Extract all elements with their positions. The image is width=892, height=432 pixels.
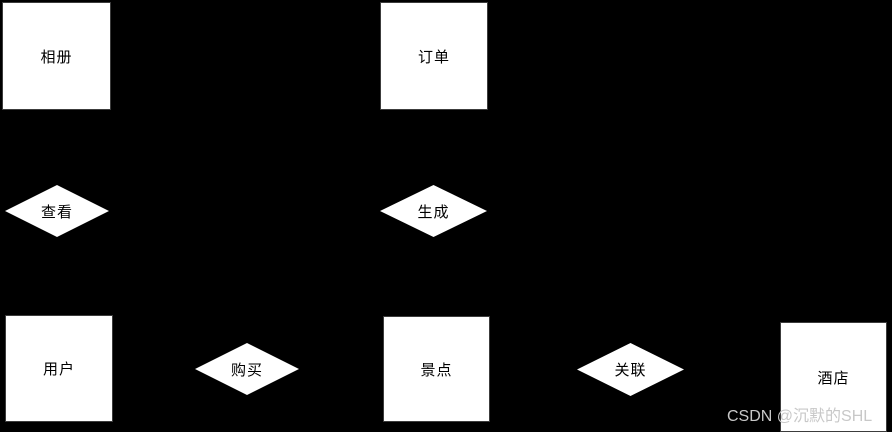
relationship-generate-label: 生成 bbox=[417, 203, 450, 221]
entity-hotel: 酒店 bbox=[780, 322, 887, 432]
relationship-purchase-label: 购买 bbox=[230, 361, 263, 379]
entity-user: 用户 bbox=[5, 315, 113, 422]
relationship-associate: 关联 bbox=[577, 343, 684, 396]
entity-scenic-spot-label: 景点 bbox=[420, 361, 453, 379]
relationship-generate: 生成 bbox=[380, 185, 487, 237]
entity-hotel-label: 酒店 bbox=[817, 369, 850, 387]
entity-order: 订单 bbox=[380, 2, 488, 110]
csdn-watermark: CSDN @沉默的SHL bbox=[727, 408, 873, 425]
entity-album-label: 相册 bbox=[40, 48, 73, 66]
entity-album: 相册 bbox=[2, 2, 111, 110]
entity-user-label: 用户 bbox=[42, 361, 75, 378]
entity-scenic-spot: 景点 bbox=[383, 316, 490, 422]
relationship-view-label: 查看 bbox=[40, 203, 73, 221]
entity-order-label: 订单 bbox=[417, 48, 450, 66]
relationship-associate-label: 关联 bbox=[614, 362, 647, 379]
relationship-purchase: 购买 bbox=[195, 343, 299, 395]
relationship-view: 查看 bbox=[5, 185, 109, 237]
